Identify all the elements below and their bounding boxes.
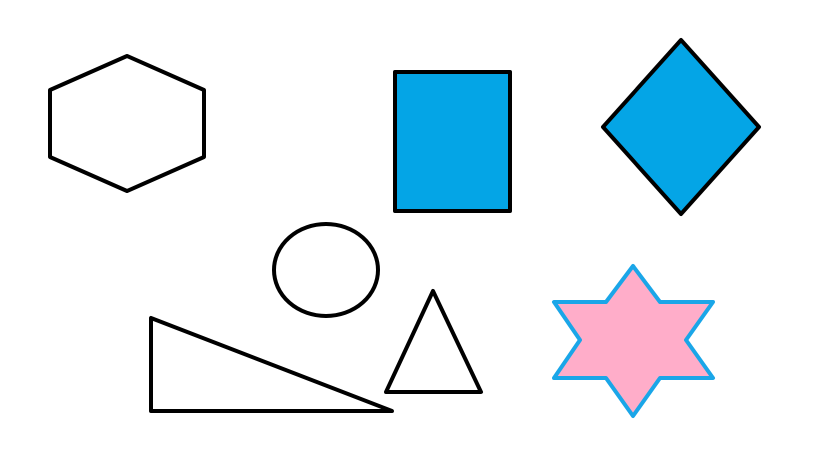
ellipse-shape: [272, 222, 380, 318]
rectangle-shape: [393, 70, 512, 213]
six-pointed-star-shape: [552, 264, 715, 418]
right-triangle-shape: [149, 316, 394, 413]
hexagon-shape: [48, 54, 206, 193]
diamond-shape: [601, 38, 761, 216]
triangle-shape: [384, 289, 483, 394]
